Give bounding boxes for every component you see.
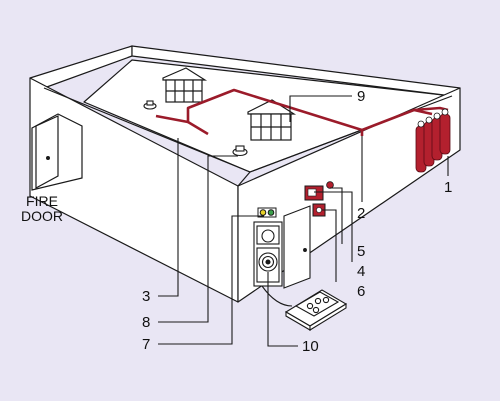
callout-4: 4 [357, 263, 365, 280]
fire-door-leaf [35, 115, 59, 190]
cylinder-4 [439, 113, 451, 155]
callout-5: 5 [357, 243, 365, 260]
indicator-yellow [259, 209, 267, 216]
callout-9: 9 [357, 88, 365, 105]
status-indicator [257, 207, 277, 218]
leader-10 [267, 272, 298, 347]
window-left-roof [162, 67, 208, 81]
callout-1: 1 [444, 179, 452, 196]
corner-edge [237, 171, 251, 187]
callout-8: 8 [142, 314, 150, 331]
branch-pipe-left [187, 120, 209, 136]
siren-strobe [304, 181, 334, 201]
bell [326, 181, 334, 189]
indicator-green [267, 209, 275, 216]
leader-lines [158, 95, 449, 347]
fire-door-label-line2: DOOR [21, 208, 63, 224]
fire-door [31, 113, 83, 191]
window-right-roof [247, 99, 297, 115]
control-console [261, 285, 348, 331]
callout-10: 10 [302, 338, 319, 355]
leader-9 [289, 95, 352, 122]
leader-6 [322, 209, 337, 282]
fire-door-label-line1: FIRE [26, 193, 58, 209]
window-right [247, 99, 297, 141]
leader-8 [158, 155, 238, 323]
callout-7: 7 [142, 336, 150, 353]
callout-6: 6 [357, 283, 365, 300]
leader-3 [158, 138, 179, 297]
callout-2: 2 [357, 205, 365, 222]
nozzles [143, 100, 248, 157]
leader-4 [314, 191, 353, 262]
callout-3: 3 [142, 288, 150, 305]
manual-release [312, 203, 326, 217]
window-left [162, 67, 208, 103]
leader-5 [330, 187, 343, 244]
labels: FIRE DOOR 1 2 3 4 5 6 7 8 9 10 [21, 88, 452, 355]
building [29, 45, 461, 303]
leader-7 [158, 215, 264, 345]
left-wall-inner-edge [43, 87, 251, 173]
room-door [283, 205, 311, 289]
cylinder-bank [413, 106, 451, 173]
fire-door-handle [45, 156, 50, 161]
